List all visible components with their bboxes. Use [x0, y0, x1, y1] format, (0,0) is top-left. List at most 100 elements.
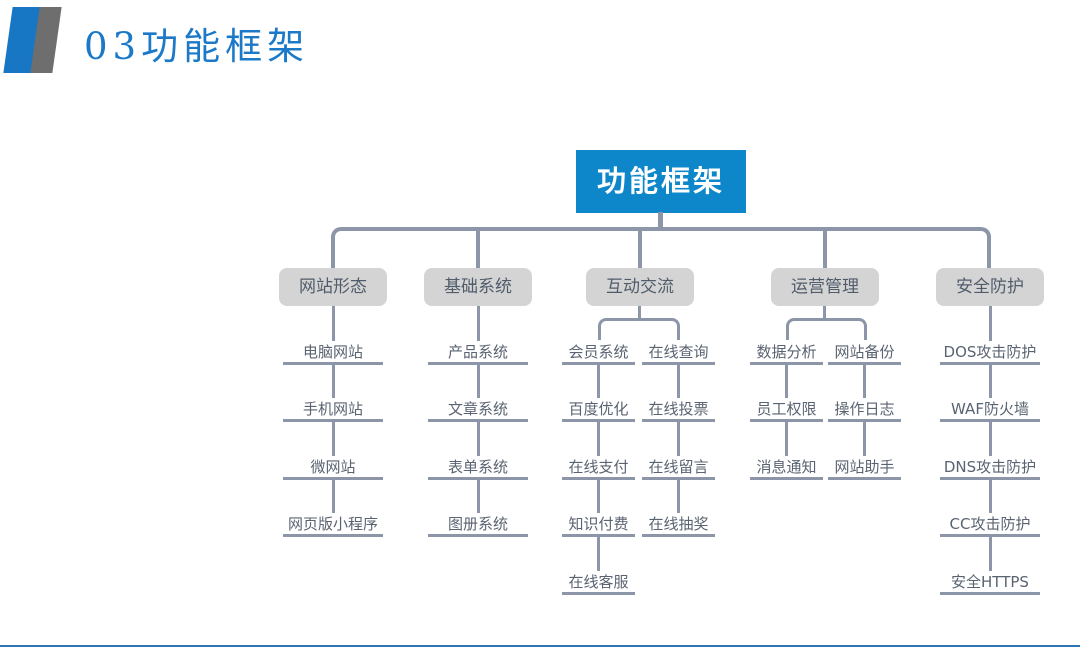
footer-accent-line	[0, 645, 1080, 647]
item-underline	[283, 362, 383, 365]
item-underline	[940, 534, 1040, 537]
item-underline	[828, 477, 901, 480]
connector-vline	[863, 422, 866, 456]
branch-column-operations-right: 网站备份 操作日志 网站助手	[828, 0, 901, 647]
tree-item: 网页版小程序	[287, 515, 378, 533]
connector-vline	[476, 479, 480, 513]
connector-vline	[476, 364, 480, 398]
tree-item: 知识付费	[568, 515, 629, 533]
tree-item: 电脑网站	[302, 343, 363, 361]
connector-vline	[677, 364, 680, 398]
branch-column-interaction-left: 会员系统 百度优化 在线支付 知识付费 在线客服	[562, 0, 635, 647]
item-underline	[283, 419, 383, 422]
item-underline	[940, 419, 1040, 422]
branch-node-operations: 运营管理	[771, 268, 879, 306]
tree-item: WAF防火墙	[951, 400, 1029, 418]
tree-item: 安全HTTPS	[951, 573, 1029, 591]
branch-node-interaction: 互动交流	[586, 268, 694, 306]
root-node: 功能框架	[576, 150, 746, 213]
branch-column-security: DOS攻击防护 WAF防火墙 DNS攻击防护 CC攻击防护 安全HTTPS	[940, 0, 1040, 647]
branch-node-website-forms: 网站形态	[279, 268, 387, 306]
item-underline	[940, 592, 1040, 595]
tree-item: 在线查询	[648, 343, 709, 361]
connector-vline	[863, 364, 866, 398]
item-underline	[642, 477, 715, 480]
connector-vline	[677, 422, 680, 456]
item-underline	[283, 477, 383, 480]
branch-split-bracket	[598, 318, 680, 340]
item-underline	[750, 477, 823, 480]
tree-item: 网站助手	[834, 458, 895, 476]
connector-vline	[988, 306, 992, 341]
item-underline	[828, 419, 901, 422]
tree-item: 微网站	[310, 458, 356, 476]
tree-item: 百度优化	[568, 400, 629, 418]
tree-item: 图册系统	[447, 515, 508, 533]
connector-vline	[785, 364, 788, 398]
connector-vline	[331, 364, 335, 398]
tree-item: 在线留言	[648, 458, 709, 476]
item-underline	[642, 419, 715, 422]
connector-vline	[597, 479, 600, 513]
branch-node-basic-systems: 基础系统	[424, 268, 532, 306]
connector-vline	[331, 479, 335, 513]
branch-column-operations-left: 数据分析 员工权限 消息通知	[750, 0, 823, 647]
branch-split-bracket	[786, 318, 867, 340]
item-underline	[428, 362, 528, 365]
item-underline	[562, 362, 635, 365]
item-underline	[828, 362, 901, 365]
item-underline	[750, 419, 823, 422]
tree-item: 消息通知	[756, 458, 817, 476]
tree-item: 在线支付	[568, 458, 629, 476]
tree-item: DNS攻击防护	[943, 458, 1037, 476]
connector-vline	[988, 364, 992, 398]
connector-vline	[988, 422, 992, 456]
root-connector-stub	[658, 212, 663, 228]
tree-item: DOS攻击防护	[943, 343, 1037, 361]
branch-split-stub	[823, 306, 826, 319]
connector-vline	[988, 479, 992, 513]
item-underline	[562, 477, 635, 480]
item-underline	[428, 534, 528, 537]
item-underline	[562, 419, 635, 422]
tree-item: 在线抽奖	[648, 515, 709, 533]
connector-vline	[677, 479, 680, 513]
connector-vline	[988, 536, 992, 571]
tree-item: 在线客服	[568, 573, 629, 591]
item-underline	[940, 362, 1040, 365]
item-underline	[562, 592, 635, 595]
tree-item: 操作日志	[834, 400, 895, 418]
tree-item: 表单系统	[447, 458, 508, 476]
tree-item: 在线投票	[648, 400, 709, 418]
item-underline	[562, 534, 635, 537]
item-underline	[428, 419, 528, 422]
item-underline	[642, 534, 715, 537]
connector-vline	[476, 422, 480, 456]
branch-column-website-forms: 电脑网站 手机网站 微网站 网页版小程序	[283, 0, 383, 647]
branch-column-basic-systems: 产品系统 文章系统 表单系统 图册系统	[428, 0, 528, 647]
branch-node-security: 安全防护	[936, 268, 1044, 306]
connector-vline	[597, 422, 600, 456]
connector-vline	[785, 422, 788, 456]
main-connector-line	[331, 227, 991, 268]
tree-item: 数据分析	[756, 343, 817, 361]
connector-vline	[476, 306, 480, 341]
connector-vline	[597, 364, 600, 398]
slide-title: 03功能框架	[84, 25, 310, 68]
connector-vline	[331, 306, 335, 341]
connector-vline	[597, 536, 600, 571]
item-underline	[750, 362, 823, 365]
branch-split-stub	[638, 306, 641, 319]
connector-drop	[476, 231, 480, 268]
tree-item: 手机网站	[302, 400, 363, 418]
tree-item: 文章系统	[447, 400, 508, 418]
branch-column-interaction-right: 在线查询 在线投票 在线留言 在线抽奖	[642, 0, 715, 647]
tree-item: 网站备份	[834, 343, 895, 361]
item-underline	[283, 534, 383, 537]
item-underline	[428, 477, 528, 480]
connector-drop	[823, 231, 827, 268]
tree-item: 员工权限	[756, 400, 817, 418]
connector-vline	[331, 422, 335, 456]
item-underline	[642, 362, 715, 365]
